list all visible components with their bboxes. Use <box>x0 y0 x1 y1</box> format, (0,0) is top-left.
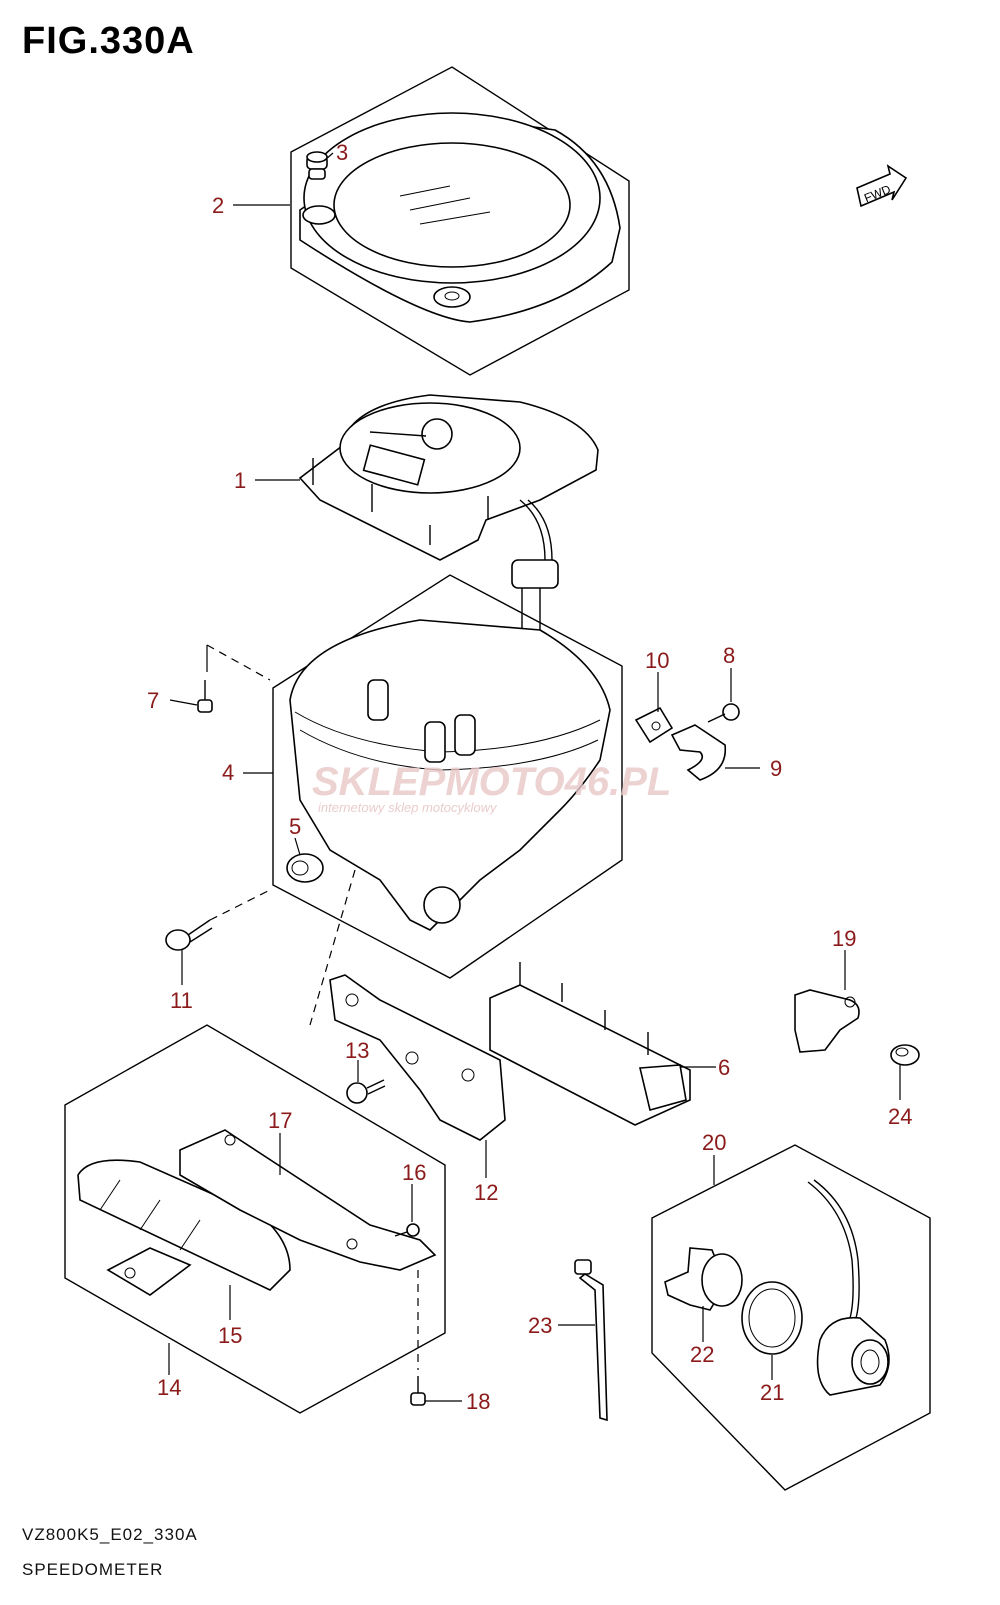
indicator-assembly-frame <box>64 1024 446 1414</box>
clamp-group <box>634 703 740 781</box>
callout-2: 2 <box>212 193 224 218</box>
lcd-display <box>362 444 426 486</box>
meter-lower-cover <box>489 962 691 1126</box>
forward-arrow-icon: FWD <box>856 164 908 208</box>
callout-9: 9 <box>770 756 782 781</box>
case-grommet <box>286 853 324 883</box>
callout-16: 16 <box>402 1160 426 1185</box>
bulb-ring <box>741 1281 803 1355</box>
callout-13: 13 <box>345 1038 369 1063</box>
callout-12: 12 <box>474 1180 498 1205</box>
watermark-subtext: internetowy sklep motocyklowy <box>318 800 498 815</box>
tapping-screw <box>197 680 213 713</box>
callout-24: 24 <box>888 1104 912 1129</box>
callout-10: 10 <box>645 648 669 673</box>
cushion <box>634 706 674 744</box>
meter-bracket <box>329 974 506 1141</box>
watermark-text: SKLEPMOTO46.PL <box>312 760 671 804</box>
callout-1: 1 <box>234 468 246 493</box>
bolt <box>165 919 213 951</box>
callout-18: 18 <box>466 1389 490 1414</box>
callout-3: 3 <box>336 140 348 165</box>
callout-15: 15 <box>218 1323 242 1348</box>
callout-14: 14 <box>157 1375 181 1400</box>
leader-lines <box>168 152 901 1402</box>
meter-cover-group <box>290 66 630 376</box>
indicator-bracket <box>179 1129 437 1271</box>
hose-clamp <box>890 1044 920 1066</box>
socket-group <box>651 1144 931 1491</box>
callout-17: 17 <box>268 1108 292 1133</box>
model-code: VZ800K5_E02_330A <box>22 1525 198 1544</box>
indicator-screw <box>410 1392 426 1406</box>
callout-5: 5 <box>289 814 301 839</box>
callout-numbers: 2 3 1 4 5 7 10 8 9 11 13 12 6 19 24 20 2… <box>147 140 912 1414</box>
cable-tie <box>574 1259 608 1422</box>
wiring-clamp <box>670 724 727 781</box>
cover-window-glass <box>333 142 571 268</box>
section-name: SPEEDOMETER <box>22 1560 164 1579</box>
cover-assembly-frame <box>290 66 630 376</box>
callout-6: 6 <box>718 1055 730 1080</box>
meter-case-group <box>272 574 623 979</box>
callout-22: 22 <box>690 1342 714 1367</box>
meter-unit-group <box>298 394 599 690</box>
callout-8: 8 <box>723 643 735 668</box>
callout-23: 23 <box>528 1313 552 1338</box>
mount-clip <box>794 989 860 1053</box>
callout-4: 4 <box>222 760 234 785</box>
bracket-bolt <box>346 1079 386 1104</box>
harness-grommet <box>511 559 559 589</box>
clamp-bolt <box>722 703 740 721</box>
socket-assembly-frame <box>651 1144 931 1491</box>
figure-title: FIG.330A <box>22 20 195 62</box>
callout-21: 21 <box>760 1380 784 1405</box>
case-assembly-frame <box>272 574 623 979</box>
callout-7: 7 <box>147 688 159 713</box>
callout-20: 20 <box>702 1130 726 1155</box>
indicator-group <box>64 1024 446 1414</box>
callout-11: 11 <box>170 988 193 1013</box>
callout-19: 19 <box>832 926 856 951</box>
watermark: SKLEPMOTO46.PL internetowy sklep motocyk… <box>312 760 671 815</box>
